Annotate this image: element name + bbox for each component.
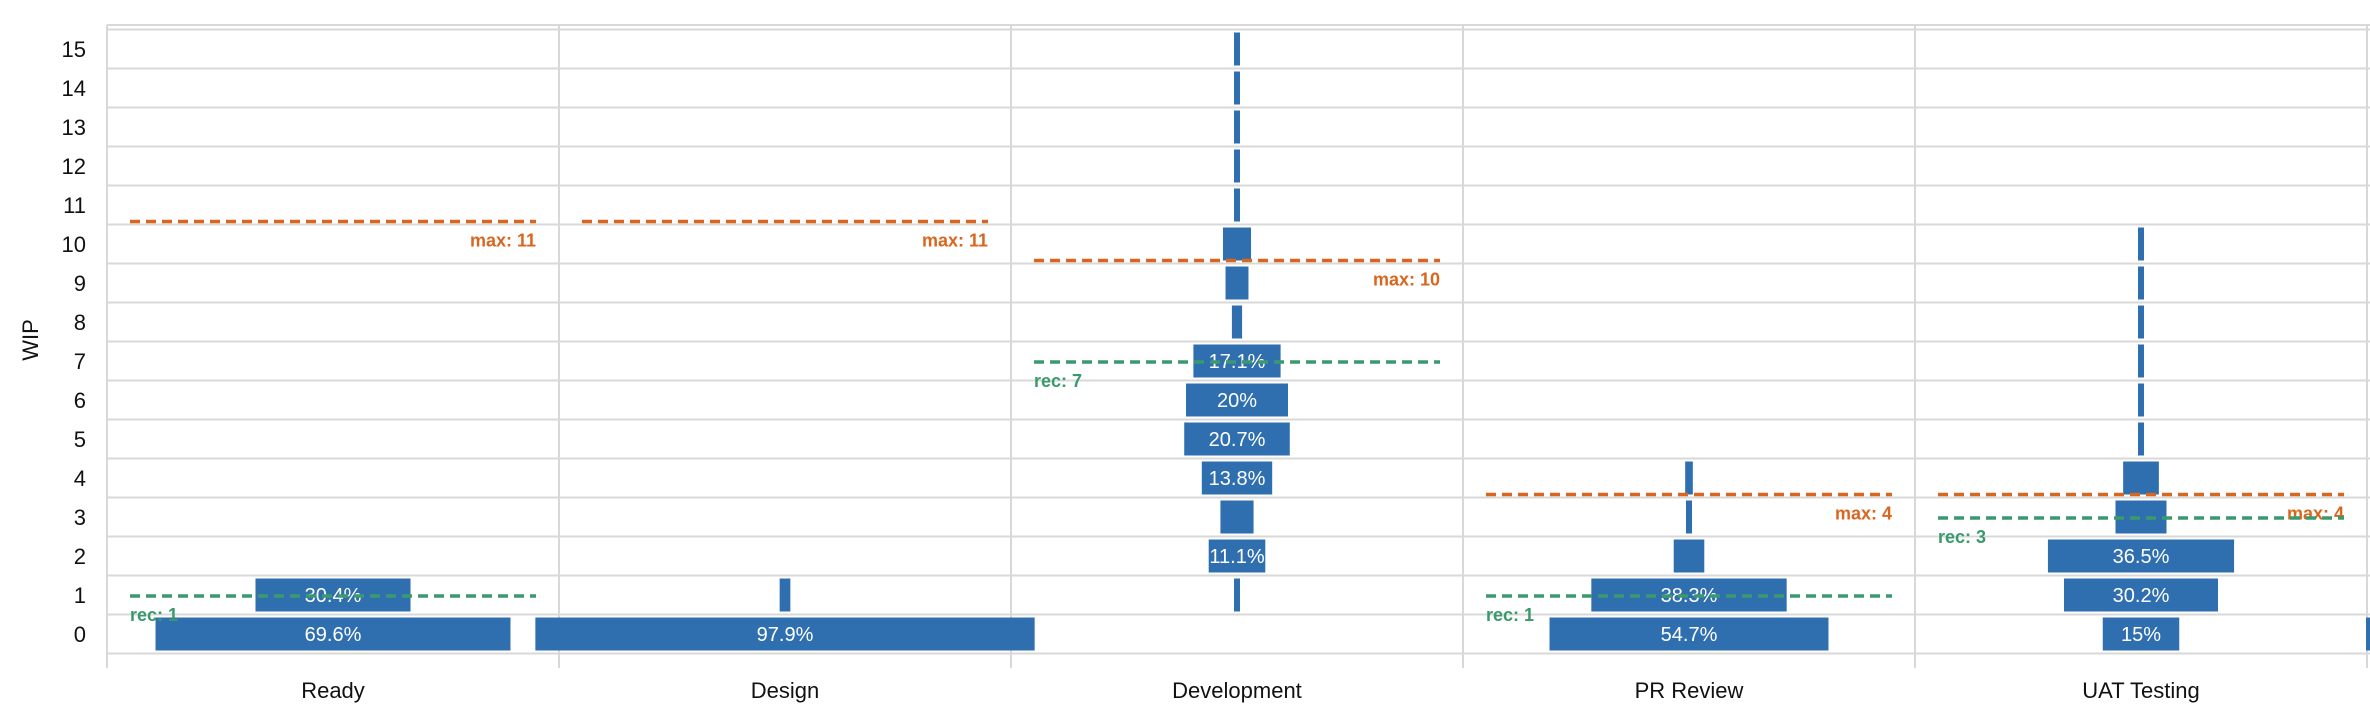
bar-value-label: 69.6%	[305, 624, 362, 646]
histogram-bar	[2138, 227, 2144, 261]
histogram-bar	[1234, 110, 1240, 144]
y-tick-label: 7	[74, 349, 86, 374]
category-label: UAT Testing	[2082, 678, 2199, 703]
histogram-bar	[2138, 383, 2144, 417]
y-tick-label: 4	[74, 466, 86, 491]
histogram-bar	[535, 617, 1035, 651]
max-wip-label: max: 11	[922, 231, 988, 251]
bar-value-label: 20.7%	[1209, 429, 1266, 451]
bar-value-label: 54.7%	[1661, 624, 1718, 646]
grid-lines	[106, 24, 2370, 668]
recommended-wip-label: rec: 7	[1034, 371, 1082, 391]
y-tick-label: 6	[74, 388, 86, 413]
histogram-bar	[1686, 500, 1692, 534]
bar-value-label: 20%	[1217, 390, 1257, 412]
histogram-bar	[2138, 422, 2144, 456]
histogram-bar	[1685, 461, 1693, 495]
bar-value-label: 36.5%	[2113, 546, 2170, 568]
category-group: 11.1% 13.8% 20.7% 20% 17.1% max: 10 rec: 7 Deve…	[1034, 32, 1440, 703]
histogram-bar	[2047, 539, 2235, 573]
bar-value-label: 97.9%	[757, 624, 814, 646]
histogram-bar	[1234, 32, 1240, 66]
bar-value-label: 15%	[2121, 624, 2161, 646]
max-wip-label: max: 11	[470, 231, 536, 251]
partial-bar-edge	[2366, 617, 2370, 651]
y-tick-label: 1	[74, 583, 86, 608]
y-tick-label: 9	[74, 271, 86, 296]
histogram-bar	[1201, 461, 1273, 495]
y-tick-label: 10	[62, 232, 86, 257]
histogram-bar	[1184, 422, 1290, 456]
histogram-bar	[779, 578, 791, 612]
histogram-bar	[2063, 578, 2219, 612]
category-group: 15% 30.2% 36.5% max: 4 rec: 3 UAT Testing	[1938, 227, 2344, 703]
recommended-wip-label: rec: 3	[1938, 527, 1986, 547]
histogram-bar	[1234, 188, 1240, 222]
y-tick-label: 2	[74, 544, 86, 569]
bar-value-label: 30.4%	[305, 585, 362, 607]
histogram-bar	[2138, 305, 2144, 339]
category-group: 69.6% 30.4% max: 11 rec: 1 Ready	[130, 219, 536, 703]
category-label: Ready	[301, 678, 365, 703]
histogram-bar	[155, 617, 511, 651]
max-wip-label: max: 10	[1373, 270, 1440, 290]
bar-value-label: 38.3%	[1661, 585, 1718, 607]
bar-value-label: 17.1%	[1209, 351, 1266, 373]
category-label: Design	[751, 678, 819, 703]
y-tick-label: 13	[62, 115, 86, 140]
recommended-wip-label: rec: 1	[1486, 605, 1534, 625]
histogram-bar	[1234, 71, 1240, 105]
y-tick-label: 14	[62, 76, 86, 101]
histogram-bar	[1234, 149, 1240, 183]
histogram-bar	[1673, 539, 1705, 573]
histogram-bar	[1186, 383, 1288, 417]
y-tick-label: 12	[62, 154, 86, 179]
histogram-bar	[2138, 344, 2144, 378]
histogram-bar	[1549, 617, 1829, 651]
y-tick-label: 11	[63, 193, 86, 218]
histogram-bar	[1231, 305, 1243, 339]
histogram-bar	[1234, 578, 1240, 612]
y-tick-label: 8	[74, 310, 86, 335]
bar-value-label: 13.8%	[1209, 468, 1266, 490]
histogram-bar	[1225, 266, 1249, 300]
y-axis-title: WIP	[18, 319, 43, 361]
max-wip-label: max: 4	[2287, 504, 2344, 524]
histogram-bar	[2138, 266, 2144, 300]
y-tick-label: 3	[74, 505, 86, 530]
histogram-bar	[1220, 500, 1254, 534]
y-tick-label: 0	[74, 622, 86, 647]
category-group: 54.7% 38.3% max: 4 rec: 1 PR Review	[1486, 461, 1892, 703]
category-group: 97.9% max: 11 Design	[535, 219, 1035, 703]
category-label: Development	[1172, 678, 1302, 703]
max-wip-label: max: 4	[1835, 504, 1892, 524]
histogram-bar	[1208, 539, 1266, 573]
bar-value-label: 30.2%	[2113, 585, 2170, 607]
histogram-bar	[2102, 617, 2180, 651]
recommended-wip-label: rec: 1	[130, 605, 178, 625]
category-label: PR Review	[1635, 678, 1744, 703]
y-tick-label: 5	[74, 427, 86, 452]
histogram-bar	[2123, 461, 2159, 495]
histogram-bar	[1222, 227, 1252, 261]
y-tick-label: 15	[62, 37, 86, 62]
bar-value-label: 11.1%	[1209, 546, 1264, 568]
